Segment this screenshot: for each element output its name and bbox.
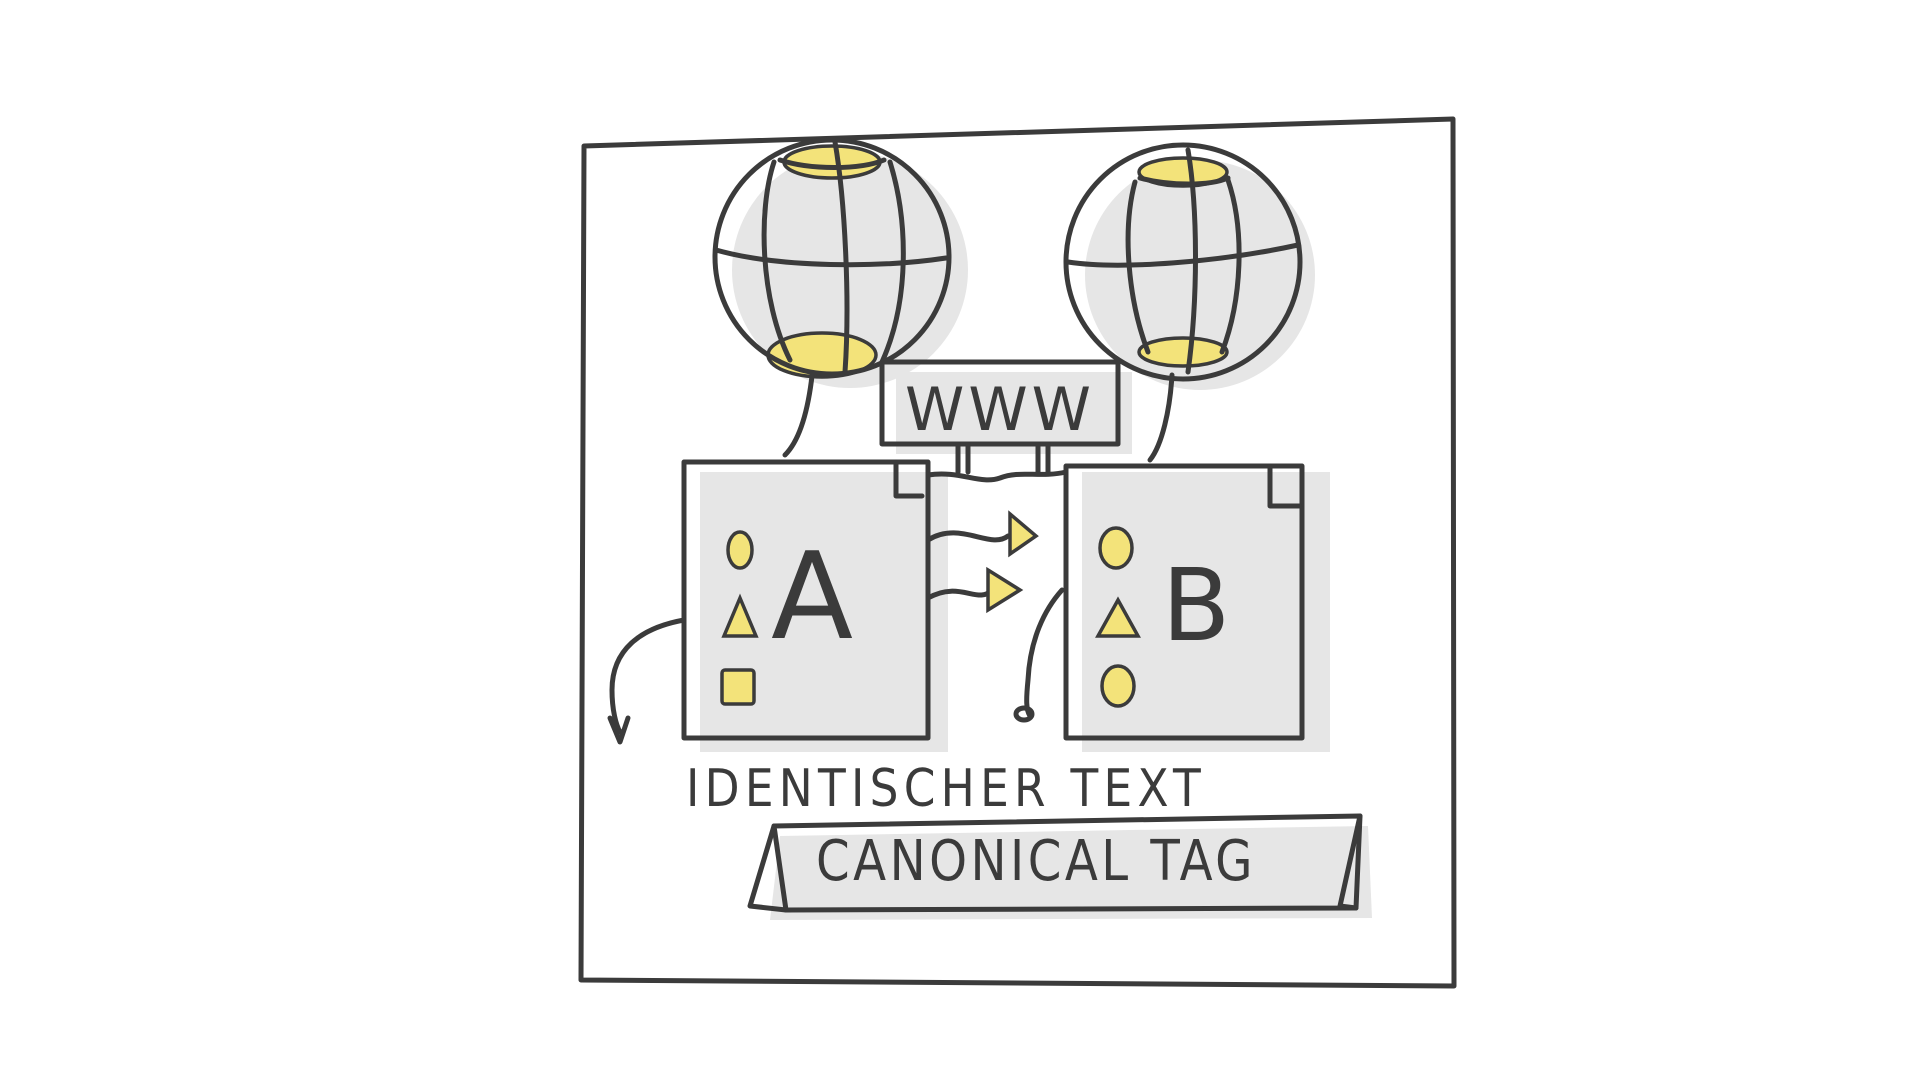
document-icon-a: A — [681, 459, 948, 752]
square-icon — [720, 668, 756, 706]
arrow-icon — [986, 566, 1024, 614]
triangle-icon — [721, 593, 759, 638]
globe-icon-right — [1063, 142, 1315, 390]
www-label: WWW — [905, 375, 1095, 445]
arrow-icon — [1008, 510, 1039, 558]
outgoing-links — [607, 587, 1065, 745]
page-b-label: B — [1162, 547, 1231, 664]
page-a-label: A — [771, 528, 853, 667]
circle-icon — [726, 530, 754, 570]
caption-identical-text: IDENTISCHER TEXT — [686, 759, 1206, 819]
document-icon-b: B — [1063, 463, 1330, 752]
duplicate-content-arrows — [925, 469, 1069, 614]
www-box: WWW — [879, 359, 1132, 475]
globe-connectors — [782, 372, 1175, 463]
globe-icon-left — [712, 137, 968, 388]
frame — [578, 116, 1457, 989]
banner-text: CANONICAL TAG — [816, 829, 1256, 894]
triangle-icon — [1095, 596, 1141, 638]
circle-icon — [1100, 664, 1136, 708]
circle-icon — [1098, 526, 1134, 570]
canonical-tag-banner: CANONICAL TAG — [747, 813, 1372, 920]
